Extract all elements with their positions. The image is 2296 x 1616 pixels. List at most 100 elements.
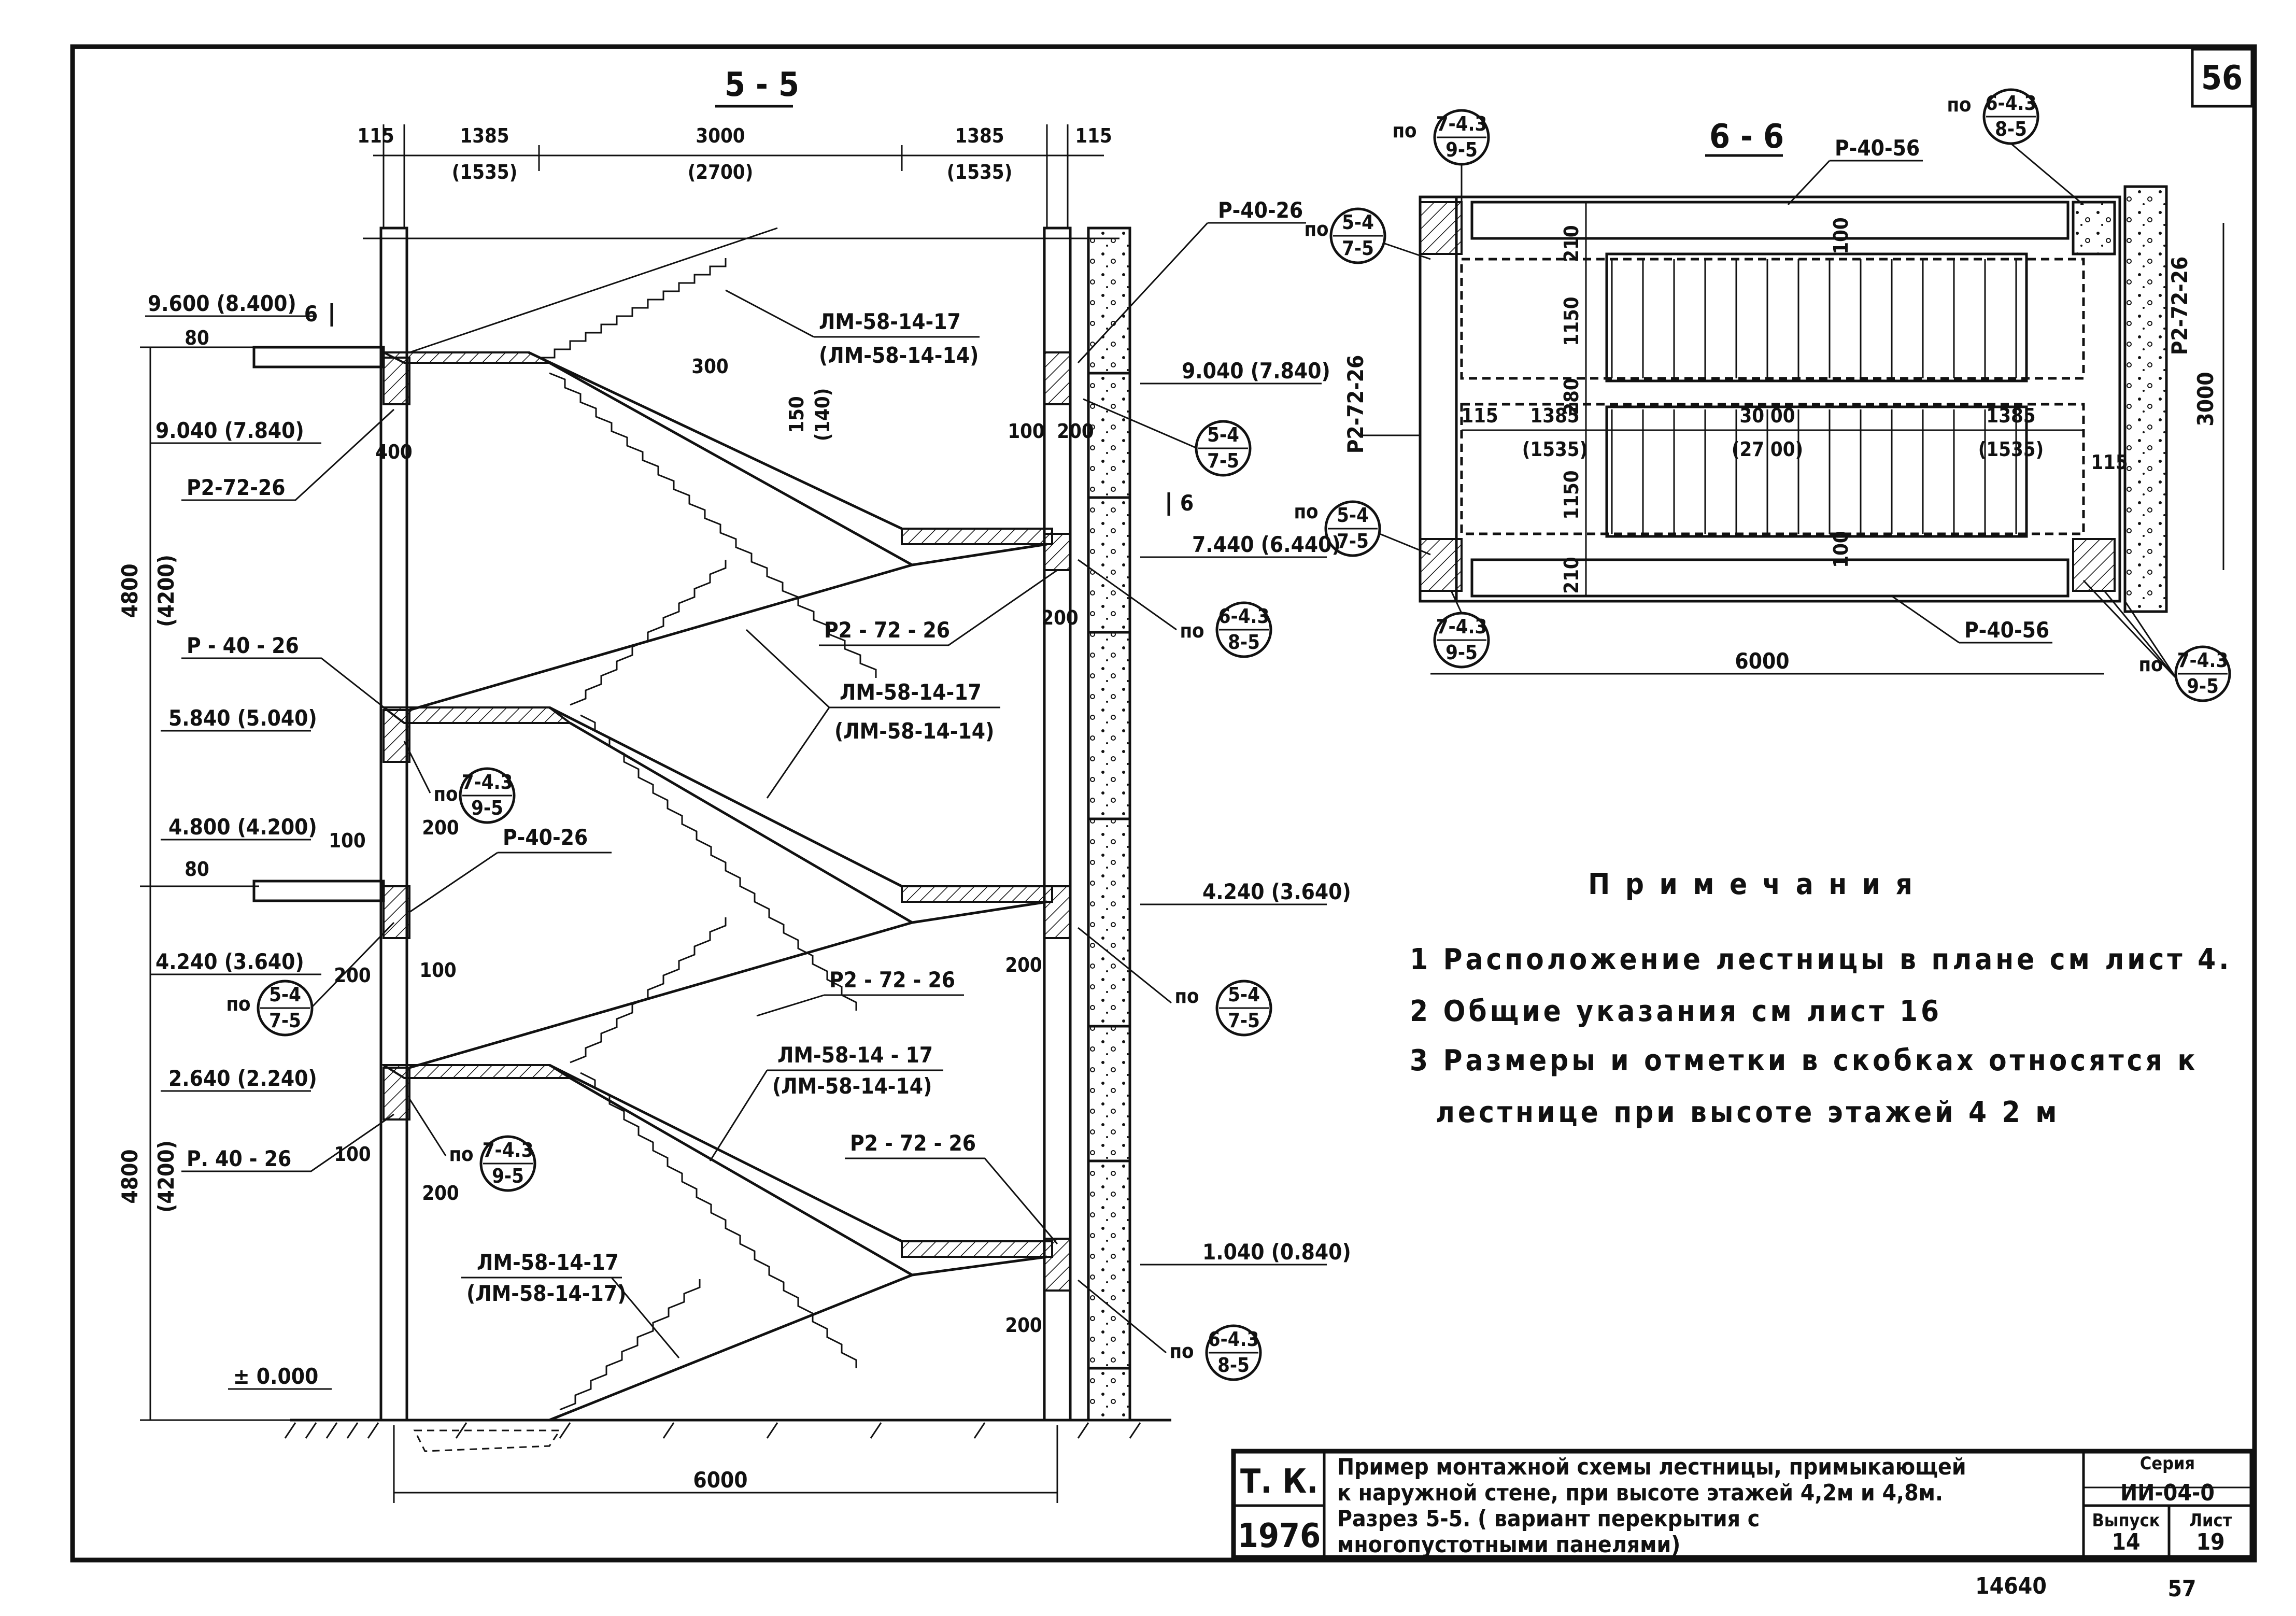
svg-text:7-4.3: 7-4.3 xyxy=(1436,615,1487,638)
plan-wall-right xyxy=(2123,185,2168,613)
dim-100-b: 100 xyxy=(329,829,365,852)
svg-text:по: по xyxy=(2138,653,2163,676)
dim-4800-lower: 4800 xyxy=(117,1149,143,1203)
plan-callout-6-4.3-top: по 6-4.3 8-5 xyxy=(1947,88,2084,206)
svg-text:8-5: 8-5 xyxy=(1217,1354,1250,1377)
svg-text:по: по xyxy=(226,993,250,1015)
title-desc-3: Разрез 5-5. ( вариант перекрытия с xyxy=(1337,1506,1760,1532)
svg-text:9-5: 9-5 xyxy=(1445,641,1478,664)
small-dimensions: 80 80 300 150 (140) 400 100 200 200 100 … xyxy=(185,327,1094,1337)
plan-side-beam-right: Р2-72-26 xyxy=(2167,257,2192,356)
plan-block-br xyxy=(2072,538,2116,592)
label-lm-mid-upper: ЛМ-58-14-17 xyxy=(840,679,982,705)
label-lm-mid-lower: ЛМ-58-14 - 17 xyxy=(777,1042,933,1068)
svg-text:по: по xyxy=(449,1143,473,1166)
svg-text:9-5: 9-5 xyxy=(1445,138,1478,161)
label-lm-top-alt: (ЛМ-58-14-14) xyxy=(819,343,979,368)
notes: П р и м е ч а н и я 1 Расположение лестн… xyxy=(1410,868,2229,1129)
svg-text:по: по xyxy=(1174,985,1199,1008)
dim-100-a: 100 xyxy=(1008,420,1044,443)
svg-text:30 00: 30 00 xyxy=(1739,404,1795,427)
dim-3000: 3000 xyxy=(696,124,745,147)
plan-outline xyxy=(1419,195,2121,603)
svg-text:по: по xyxy=(1947,93,1971,116)
dim-1385-right: 1385 xyxy=(955,124,1004,147)
section-5-5: 5 - 5 115 1385 3000 1385 115 (1535) (270… xyxy=(117,66,1351,1503)
callouts-section55: 5-4 7-5 по 6-4.3 8-5 по 7-4.3 9-5 xyxy=(226,398,1272,1381)
plan-block-bl xyxy=(1419,538,1463,592)
label-lm-bottom: ЛМ-58-14-17 xyxy=(477,1250,619,1275)
svg-text:(27 00): (27 00) xyxy=(1732,438,1803,461)
elev-9040-left: 9.040 (7.840) xyxy=(155,418,304,443)
dim-140-a: (140) xyxy=(811,388,834,442)
svg-text:по: по xyxy=(1392,119,1416,142)
dim-200-e: 200 xyxy=(1005,954,1042,976)
plan-upper-flight xyxy=(1460,258,2085,380)
footer-page: 57 xyxy=(2167,1576,2196,1602)
plan-wall-left xyxy=(1419,195,1458,603)
dim-200-c: 200 xyxy=(422,816,459,839)
svg-text:5-4: 5-4 xyxy=(1337,504,1369,527)
elev-1040: 1.040 (0.840) xyxy=(1202,1239,1351,1265)
dim-200-d: 200 xyxy=(334,964,371,987)
callout-5-4-right: по 5-4 7-5 xyxy=(1078,927,1272,1037)
svg-text:6-4.3: 6-4.3 xyxy=(1218,605,1270,628)
svg-text:по: по xyxy=(1304,218,1328,240)
section-mark-6-left: 6 xyxy=(304,301,318,327)
dim-400: 400 xyxy=(375,441,412,463)
note-2: 2 Общие указания см лист 16 xyxy=(1410,995,1942,1028)
callout-7-4.3-low: по 7-4.3 9-5 xyxy=(408,1098,536,1192)
svg-text:8-5: 8-5 xyxy=(1995,118,2027,140)
svg-text:по: по xyxy=(1294,500,1318,523)
dim-200-f: 200 xyxy=(422,1182,459,1204)
dim-100-c: 100 xyxy=(419,959,456,982)
section-6-6-title: 6 - 6 xyxy=(1709,118,1784,156)
svg-text:280: 280 xyxy=(1560,378,1583,415)
sheet-number: 56 xyxy=(2201,59,2243,97)
plan-treads xyxy=(1605,252,2028,538)
stair-flights xyxy=(409,227,1047,1422)
element-labels: Р-40-26 ЛМ-58-14-17 (ЛМ-58-14-14) Р2-72-… xyxy=(181,197,1306,1358)
sheet-frame xyxy=(70,44,2257,1563)
elev-4240-left: 4.240 (3.640) xyxy=(155,949,304,974)
label-lm-top: ЛМ-58-14-17 xyxy=(819,309,961,334)
dim-1535-left: (1535) xyxy=(452,161,517,183)
elev-0000: ± 0.000 xyxy=(233,1364,318,1389)
svg-text:8-5: 8-5 xyxy=(1228,631,1260,654)
title-org: Т. К. xyxy=(1240,1463,1318,1501)
dim-2700: (2700) xyxy=(688,161,753,183)
dim-200-g: 200 xyxy=(1005,1314,1042,1337)
svg-text:6-4.3: 6-4.3 xyxy=(1208,1328,1259,1351)
note-3-cont: лестнице при высоте этажей 4 2 м xyxy=(1436,1096,2060,1129)
title-desc-2: к наружной стене, при высоте этажей 4,2м… xyxy=(1337,1480,1943,1506)
plan-block-tl xyxy=(1419,201,1463,255)
callout-6-4.3-upper: по 6-4.3 8-5 xyxy=(1078,559,1272,658)
dim-300: 300 xyxy=(691,355,728,378)
dim-4200-upper: (4200) xyxy=(153,555,179,627)
svg-text:5-4: 5-4 xyxy=(1228,983,1260,1006)
svg-text:210: 210 xyxy=(1560,225,1583,262)
label-p40-26-top: Р-40-26 xyxy=(1218,197,1303,223)
issue-label: Выпуск xyxy=(2092,1510,2160,1531)
plan-callout-7-4.3-bottom-right: по 7-4.3 9-5 xyxy=(2082,579,2231,702)
svg-text:1385: 1385 xyxy=(1986,404,2035,427)
label-lm-mid-upper-alt: (ЛМ-58-14-14) xyxy=(834,718,994,744)
svg-text:7-5: 7-5 xyxy=(1207,449,1239,472)
footer-stamp: 14640 xyxy=(1975,1573,2047,1599)
svg-text:по: по xyxy=(1169,1340,1194,1363)
callout-6-4.3-bottom: по 6-4.3 8-5 xyxy=(1078,1279,1262,1381)
elevations-left: 9.600 (8.400) 9.040 (7.840) 5.840 (5.040… xyxy=(145,291,332,1390)
dim-100-d: 100 xyxy=(334,1143,371,1166)
svg-text:(1535): (1535) xyxy=(1978,438,2044,461)
svg-text:5-4: 5-4 xyxy=(1207,423,1239,446)
plan-callout-7-4.3-bottom-left: 7-4.3 9-5 xyxy=(1433,590,1490,669)
callout-5-4-left: по 5-4 7-5 xyxy=(226,922,395,1037)
plan-block-tr xyxy=(2072,201,2116,256)
callout-5-4-top: 5-4 7-5 xyxy=(1083,398,1252,477)
elev-5840: 5.840 (5.040) xyxy=(168,705,317,731)
left-vertical-dims: 4800 (4200) 4800 (4200) xyxy=(117,346,290,1421)
top-dimension-chain: 115 1385 3000 1385 115 (1535) (2700) (15… xyxy=(357,124,1112,228)
elevations-right: 9.040 (7.840) 7.440 (6.440) 4.240 (3.640… xyxy=(1140,358,1351,1266)
svg-text:115: 115 xyxy=(1461,404,1498,427)
svg-text:по: по xyxy=(1180,619,1204,642)
